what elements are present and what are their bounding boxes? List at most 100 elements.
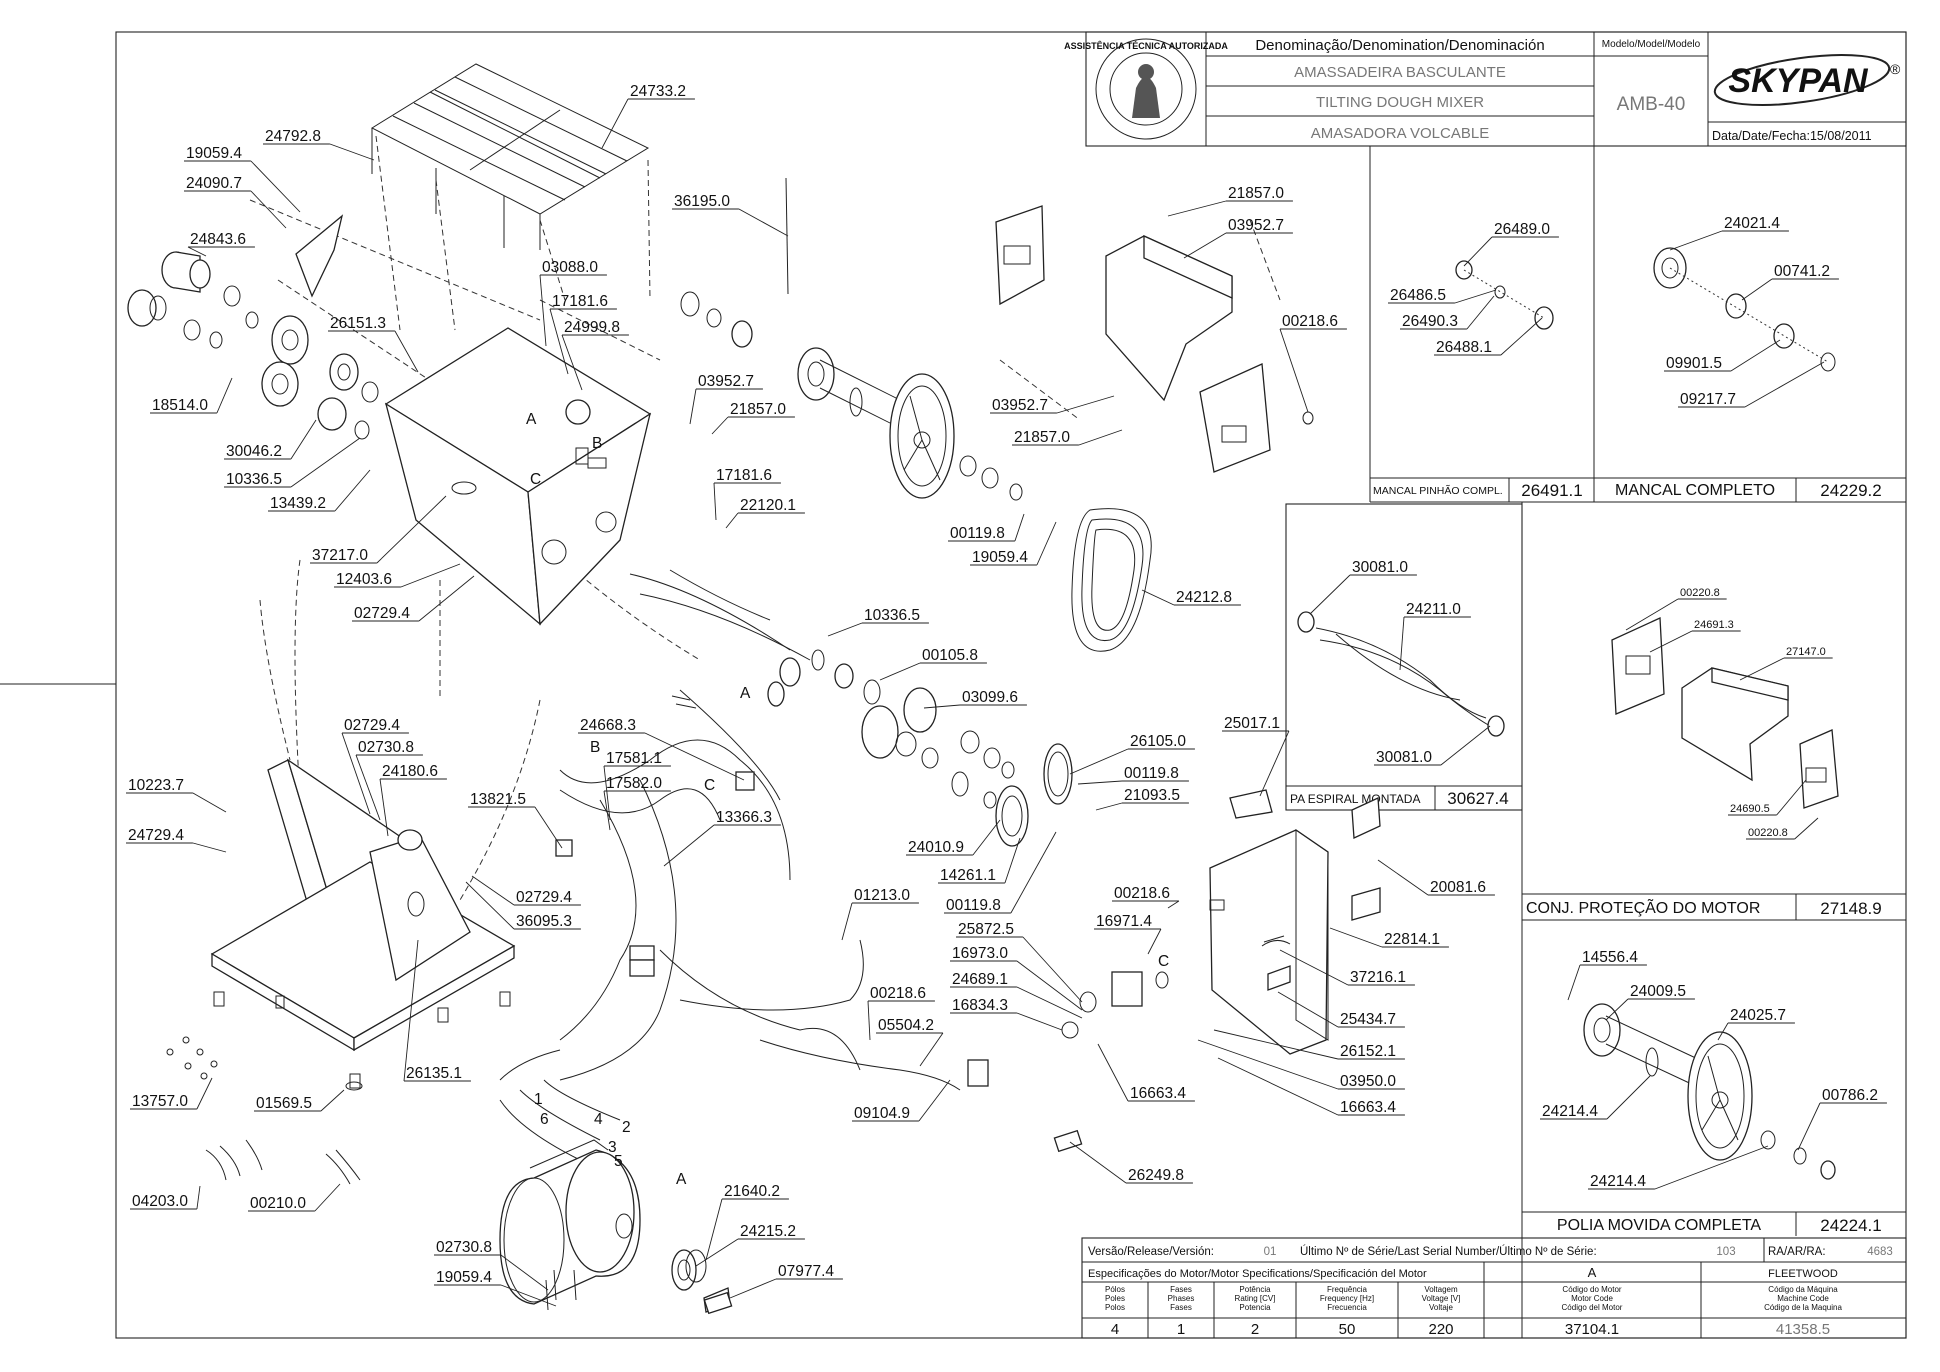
part-number-text: 16834.3 <box>952 997 1008 1014</box>
version-label: Versão/Release/Versión: <box>1088 1246 1214 1258</box>
part-number-text: 36095.3 <box>516 913 572 930</box>
leader-line <box>290 437 361 488</box>
drawing-geometry <box>127 63 1839 1315</box>
inset-bearing-title: MANCAL COMPLETO <box>1615 482 1775 499</box>
leader-line <box>534 806 563 849</box>
leader-line <box>1197 1039 1339 1090</box>
leader-line <box>418 575 475 622</box>
part-label: 02730.8 <box>434 1239 549 1291</box>
leader-line <box>376 495 447 564</box>
part-label: 02729.4 <box>341 717 409 815</box>
part-number-text: 00119.8 <box>1124 765 1179 782</box>
leader-line <box>1466 295 1495 330</box>
part-label: 24090.7 <box>184 175 287 229</box>
leader-line <box>918 1079 951 1122</box>
base-stand <box>210 758 516 1091</box>
part-label: 12403.6 <box>334 563 461 588</box>
part-label: 24691.3 <box>1649 619 1741 653</box>
part-number-text: 00119.8 <box>946 897 1001 914</box>
spec-header-text: Frequência <box>1327 1285 1368 1294</box>
part-number-text: 00105.8 <box>922 647 978 664</box>
inset-bearing-pinion-code: 26491.1 <box>1521 481 1582 500</box>
leader-line <box>1078 429 1123 446</box>
part-number-text: 30081.0 <box>1376 749 1432 766</box>
leader-line <box>972 819 1001 856</box>
part-label: 02729.4 <box>471 875 581 906</box>
part-number-text: 16971.4 <box>1096 913 1152 930</box>
part-label: 24009.5 <box>1605 983 1695 1021</box>
serial-label: Último Nº de Série/Last Serial Number/Úl… <box>1300 1245 1597 1258</box>
leader-line <box>1147 928 1162 955</box>
part-label: 26490.3 <box>1400 295 1495 330</box>
product-name-en: TILTING DOUGH MIXER <box>1316 94 1484 111</box>
leader-line <box>403 939 419 1082</box>
part-label: 26488.1 <box>1434 317 1543 356</box>
part-label: 19059.4 <box>184 145 301 213</box>
part-number-text: 17181.6 <box>716 467 772 484</box>
leader-line <box>1625 598 1679 631</box>
svg-text:Versão/Release/Versión:: Versão/Release/Versión: <box>1088 1246 1214 1258</box>
part-label: 24025.7 <box>1717 1007 1795 1041</box>
part-number-text: 25434.7 <box>1340 1011 1396 1028</box>
part-number-text: 26486.5 <box>1390 287 1446 304</box>
part-label: 00119.8 <box>1077 765 1189 785</box>
part-number-text: 24999.8 <box>564 319 620 336</box>
spec-column-headers: PólosPolesPolosFasesPhasesFasesPotênciaR… <box>1105 1285 1842 1312</box>
part-label: 09104.9 <box>852 1079 951 1122</box>
part-label: 37216.1 <box>1279 949 1415 986</box>
part-number-text: 14556.4 <box>1582 949 1638 966</box>
wiring-harness <box>499 689 989 1161</box>
part-label: 24792.8 <box>263 128 375 161</box>
leader-line <box>919 1032 944 1067</box>
leader-line <box>187 246 207 257</box>
part-number-text: 24010.9 <box>908 839 964 856</box>
part-number-text: 16973.0 <box>952 945 1008 962</box>
part-number-text: 36195.0 <box>674 193 730 210</box>
part-number-text: 37216.1 <box>1350 969 1406 986</box>
part-label: 24180.6 <box>379 763 447 837</box>
part-label: 01569.5 <box>254 1089 345 1112</box>
part-number-text: 03952.7 <box>992 397 1048 414</box>
inset-panels: MANCAL PINHÃO COMPL. 26491.1 MANCAL COMP… <box>1285 146 1906 1338</box>
part-label: 01213.0 <box>841 887 919 941</box>
wire-number: 2 <box>622 1119 631 1136</box>
spec-header-text: Polos <box>1105 1303 1125 1312</box>
svg-text:Data/Date/Fecha:15/08/2011: Data/Date/Fecha:15/08/2011 <box>1712 129 1872 143</box>
leader-line <box>379 778 389 837</box>
leader-line <box>1217 1057 1339 1116</box>
leader-line <box>1744 361 1825 408</box>
part-label: 24689.1 <box>950 971 1083 1019</box>
serial-value: 103 <box>1716 1246 1735 1258</box>
part-number-text: 03950.0 <box>1340 1073 1396 1090</box>
part-label: 00220.8 <box>1625 587 1727 631</box>
leader-line <box>1279 949 1349 986</box>
leader-line <box>1654 1145 1769 1190</box>
part-number-text: 21093.5 <box>1124 787 1180 804</box>
part-label: 00218.6 <box>1112 885 1180 909</box>
model-value: AMB-40 <box>1617 94 1686 115</box>
leader-line <box>314 1183 341 1212</box>
hardware-clips <box>166 1036 361 1185</box>
part-number-text: 24021.4 <box>1724 215 1780 232</box>
part-number-text: 24733.2 <box>630 83 686 100</box>
leader-line <box>1440 725 1491 766</box>
spec-value-text: 50 <box>1339 1321 1356 1338</box>
leader-line <box>329 143 375 161</box>
wire-number: 5 <box>614 1153 623 1170</box>
part-number-text: 00218.6 <box>870 985 926 1002</box>
leader-line <box>1730 339 1781 372</box>
leader-line <box>1606 1075 1651 1120</box>
leader-line <box>1077 780 1123 785</box>
part-label: 04203.0 <box>130 1185 201 1210</box>
leader-line <box>334 469 371 512</box>
part-number-text: 19059.4 <box>972 549 1028 566</box>
part-label: 24733.2 <box>601 83 695 149</box>
leader-line <box>1010 831 1057 914</box>
part-number-text: 03952.7 <box>1228 217 1284 234</box>
part-number-text: 21857.0 <box>1228 185 1284 202</box>
part-number-text: 24691.3 <box>1694 619 1734 631</box>
part-number-text: 26489.0 <box>1494 221 1550 238</box>
part-label: 25872.5 <box>956 921 1083 1003</box>
part-number-text: 18514.0 <box>152 397 208 414</box>
